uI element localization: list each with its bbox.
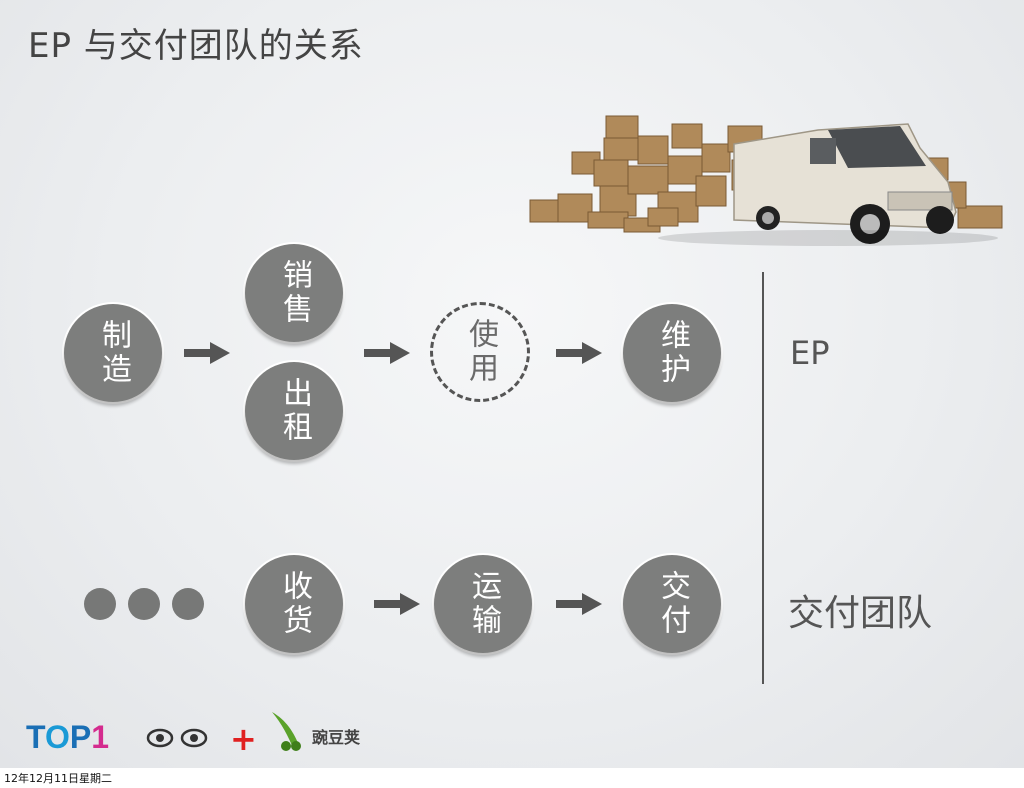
wandoujia-logo-text: 豌豆荚: [312, 724, 360, 748]
step-use: 使用: [430, 302, 530, 402]
truck-with-boxes-image: [528, 108, 1006, 258]
vertical-divider: [762, 272, 764, 684]
ellipsis-dot: [172, 588, 204, 620]
step-manufacture-label: 制造: [96, 319, 130, 387]
svg-text:TOP1: TOP1: [26, 719, 109, 754]
arrow-right-icon: [556, 593, 602, 615]
step-deliver-label: 交付: [655, 570, 689, 638]
step-deliver: 交付: [623, 555, 721, 653]
slide: EP 与交付团队的关系: [0, 0, 1024, 768]
step-sell-label: 销售: [277, 259, 311, 327]
step-rent: 出租: [245, 362, 343, 460]
step-receive-label: 收货: [277, 570, 311, 638]
ellipsis-dot: [128, 588, 160, 620]
arrow-right-icon: [184, 342, 230, 364]
step-transport-label: 运输: [466, 570, 500, 638]
slide-title: EP 与交付团队的关系: [28, 18, 364, 67]
arrow-right-icon: [556, 342, 602, 364]
top1-logo: TOP1: [26, 718, 216, 754]
step-use-label: 使用: [463, 318, 497, 386]
wandoujia-logo-icon: [268, 710, 308, 754]
step-maintain-label: 维护: [655, 319, 689, 387]
step-transport: 运输: [434, 555, 532, 653]
arrow-right-icon: [374, 593, 420, 615]
label-delivery-team: 交付团队: [788, 584, 932, 636]
arrow-right-icon: [364, 342, 410, 364]
step-rent-label: 出租: [277, 377, 311, 445]
plus-sign: +: [230, 720, 257, 758]
step-manufacture: 制造: [64, 304, 162, 402]
step-receive: 收货: [245, 555, 343, 653]
step-sell: 销售: [245, 244, 343, 342]
footer-date: 12年12月11日星期二: [4, 770, 112, 786]
step-maintain: 维护: [623, 304, 721, 402]
ellipsis-dot: [84, 588, 116, 620]
label-ep: EP: [790, 334, 830, 372]
